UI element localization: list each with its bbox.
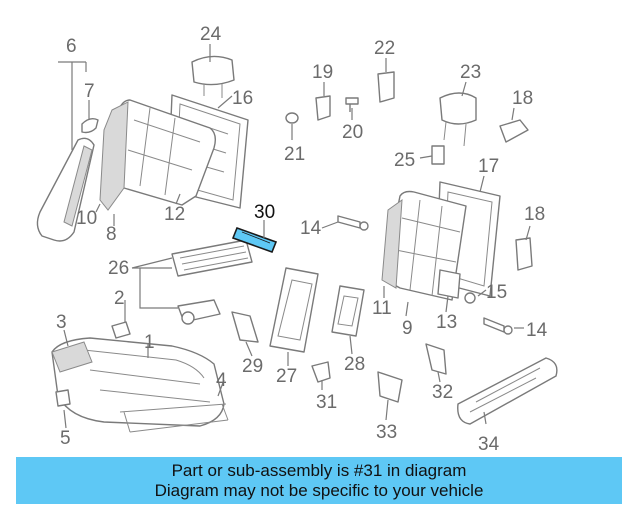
- callout-21: 20: [342, 122, 363, 143]
- callout-33: 32: [432, 382, 453, 403]
- latch-cover-23: [377, 71, 395, 103]
- headrest-24: [439, 92, 477, 147]
- callout-30: 29: [242, 356, 263, 377]
- seat-back-cover-9: [381, 198, 403, 289]
- guide-26: [431, 145, 445, 165]
- callout-29: 28: [344, 354, 365, 375]
- callout-13: 13: [436, 312, 457, 333]
- callout-1: 1: [144, 332, 155, 353]
- callout-22: 21: [284, 144, 305, 165]
- callout-26: 25: [394, 150, 415, 171]
- callout-9: 9: [402, 318, 413, 339]
- callout-3: 3: [56, 312, 67, 333]
- bracket-34: [377, 371, 403, 403]
- screw-15: [464, 292, 476, 304]
- callout-11: 11: [372, 298, 392, 319]
- panel-29: [331, 285, 365, 337]
- callout-5: 5: [60, 428, 71, 449]
- info-banner: Part or sub-assembly is #31 in diagram D…: [16, 457, 622, 504]
- bracket-19: [499, 119, 529, 143]
- callout-7: 7: [84, 81, 95, 102]
- bolt-21: [345, 97, 359, 112]
- parts-diagram: 6 7 24 16 19 22 23 18 20 21 25 17 10 8 1…: [36, 24, 558, 455]
- callout-19: 18: [512, 88, 533, 109]
- clip-32: [311, 361, 331, 383]
- callout-25: 24: [200, 24, 222, 45]
- callout-35: 34: [478, 434, 500, 455]
- seat-cushion-1: [51, 337, 225, 427]
- callout-16: 16: [232, 88, 253, 109]
- headrest-25: [191, 55, 235, 98]
- clip-7: [81, 117, 99, 134]
- block-5: [55, 389, 71, 407]
- callout-27: 26: [108, 258, 129, 279]
- callout-8: 8: [106, 224, 117, 245]
- callout-23: 22: [374, 38, 395, 59]
- bracket-20: [315, 95, 331, 121]
- callout-17: 17: [478, 156, 499, 177]
- callout-14-lower: 14: [526, 320, 548, 341]
- banner-line-part: Part or sub-assembly is #31 in diagram: [171, 460, 467, 480]
- callout-6: 6: [66, 36, 77, 57]
- callout-18-label: 18: [524, 204, 545, 225]
- callout-20: 19: [312, 62, 333, 83]
- panel-13: [437, 269, 461, 299]
- bracket-2: [111, 321, 131, 339]
- bracket-33: [425, 343, 447, 375]
- side-bolster-6: [36, 137, 95, 242]
- callout-14-upper: 14: [300, 218, 322, 239]
- cover-30: [231, 311, 259, 343]
- armrest-35: [457, 357, 558, 425]
- panel-28: [269, 267, 319, 353]
- banner-line-disclaimer: Diagram may not be specific to your vehi…: [154, 480, 484, 500]
- callout-34: 33: [376, 422, 397, 443]
- callout-2: 2: [114, 288, 125, 309]
- callout-10: 10: [76, 208, 97, 229]
- callout-labels: 6 7 24 16 19 22 23 18 20 21 25 17 10 8 1…: [56, 24, 548, 455]
- bolt-14a: [337, 215, 369, 231]
- callout-15-label: 15: [486, 282, 507, 303]
- heater-module-27: [171, 239, 253, 277]
- callout-32: 31: [316, 392, 337, 413]
- callout-12: 12: [164, 204, 185, 225]
- heater-element-2: [177, 299, 221, 325]
- callout-24: 23: [460, 62, 481, 83]
- bracket-18: [515, 237, 533, 271]
- bolt-14b: [483, 317, 513, 335]
- callout-28: 27: [276, 366, 297, 387]
- seat-back-cover-8: [99, 101, 129, 211]
- callout-4: 4: [216, 370, 227, 391]
- leader-lines: [58, 44, 531, 429]
- callout-31: 30: [254, 202, 275, 223]
- part-31-highlighted: [231, 226, 278, 254]
- guide-22: [285, 112, 299, 124]
- seat-frame-4: [119, 403, 229, 433]
